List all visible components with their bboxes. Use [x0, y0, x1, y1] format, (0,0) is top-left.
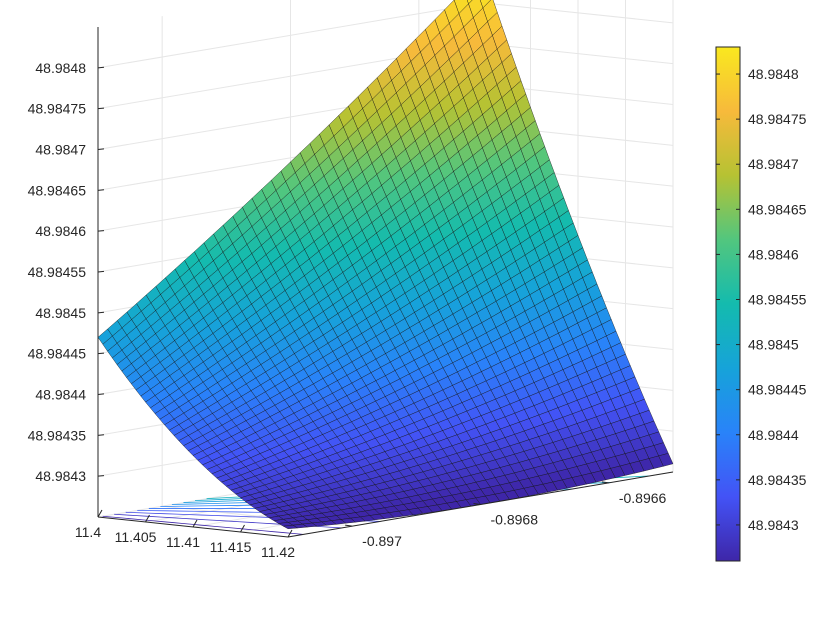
z-gridline	[97, 2, 674, 69]
floor-contour-line	[102, 515, 304, 535]
surface-mesh	[97, 0, 674, 530]
z-tick-label: 48.9846	[35, 223, 86, 239]
x-tick-mark	[97, 509, 103, 518]
z-tick-label: 48.98435	[28, 427, 87, 443]
z-tick-label: 48.98445	[28, 346, 87, 362]
x-tick-label: 11.41	[166, 534, 200, 550]
y-tick-mark	[601, 481, 609, 484]
z-tick-mark	[97, 230, 105, 232]
x-tick-label: 11.415	[210, 539, 252, 555]
z-tick-label: 48.98455	[28, 264, 87, 280]
z-tick-mark	[97, 434, 105, 436]
colorbar-tick-label: 48.98465	[748, 201, 807, 217]
colorbar-tick-label: 48.9844	[748, 427, 799, 443]
colorbar-tick-label: 48.98455	[748, 291, 807, 307]
x-tick-mark	[240, 524, 245, 533]
x-tick-label: 11.4	[75, 524, 101, 540]
colorbar-tick-label: 48.98475	[748, 111, 807, 127]
z-tick-mark	[97, 311, 105, 314]
y-tick-label: -0.897	[362, 533, 402, 549]
z-tick-label: 48.9848	[35, 60, 86, 76]
colorbar-tick-label: 48.9848	[748, 66, 799, 82]
x-tick-label: 11.42	[261, 544, 295, 560]
z-tick-mark	[97, 352, 105, 355]
z-tick-mark	[97, 148, 105, 150]
colorbar: 48.9843 48.98435 48.9844 48.98445 48.9845 48.…	[715, 46, 807, 562]
z-tick-mark	[97, 107, 105, 110]
x-tick-mark	[192, 519, 198, 528]
z-tick-mark	[97, 270, 105, 273]
z-tick-mark	[97, 393, 105, 395]
y-tick-label: -0.8968	[491, 512, 539, 528]
z-tick-label: 48.9845	[35, 305, 86, 321]
colorbar-tick-label: 48.9846	[748, 246, 799, 262]
colorbar-tick-label: 48.98435	[748, 472, 807, 488]
z-tick-label: 48.9843	[35, 468, 86, 484]
colorbar-tick-label: 48.98445	[748, 382, 807, 398]
surface-face	[282, 524, 299, 530]
x-tick-mark	[287, 529, 293, 538]
y-tick-mark	[345, 524, 353, 527]
colorbar-tick-label: 48.9847	[748, 156, 799, 172]
x-tick-label: 11.405	[115, 529, 157, 545]
tick-labels: 48.9843 48.98435 48.9844 48.98445 48.9845 48.…	[28, 60, 667, 560]
z-tick-label: 48.9847	[35, 142, 86, 158]
colorbar-tick-label: 48.9843	[748, 517, 799, 533]
z-tick-mark	[97, 475, 105, 477]
z-tick-label: 48.9844	[35, 387, 86, 403]
y-tick-mark	[473, 503, 481, 505]
z-tick-mark	[97, 189, 105, 191]
colorbar-tick-label: 48.9845	[748, 337, 799, 353]
z-tick-label: 48.98465	[28, 182, 87, 198]
z-tick-mark	[97, 66, 105, 69]
colorbar-gradient	[715, 46, 741, 562]
y-tick-label: -0.8966	[619, 490, 667, 506]
x-tick-mark	[145, 514, 150, 523]
z-tick-label: 48.98475	[28, 101, 87, 117]
surface-face	[466, 0, 473, 5]
